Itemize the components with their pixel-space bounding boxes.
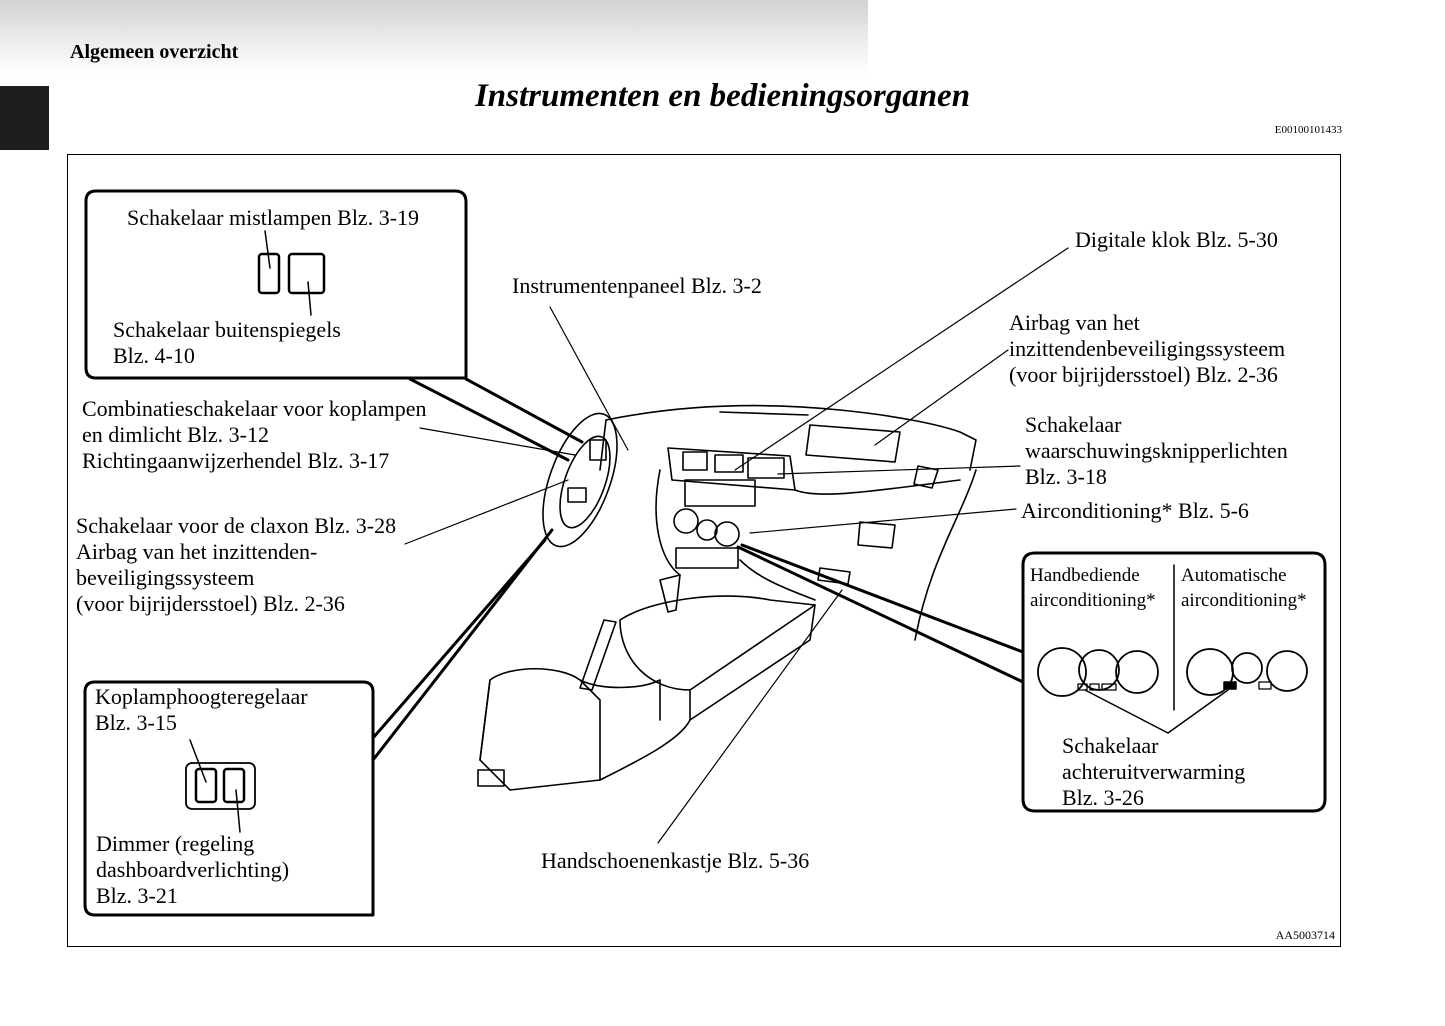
figure-code: AA5003714 xyxy=(1275,928,1335,942)
dimmer-switch-icon xyxy=(222,767,246,804)
combination-switch-label: Combinatieschakelaar voor koplampen en d… xyxy=(82,396,427,473)
figure-frame xyxy=(67,154,1341,947)
mirror-switch-icon xyxy=(287,252,326,295)
callout-box-airconditioning xyxy=(1021,551,1327,813)
page-title: Instrumenten en bedieningsorganen xyxy=(474,78,971,114)
horn-airbag-label: Schakelaar voor de claxon Blz. 3-28 Airb… xyxy=(76,513,397,616)
thumb-tab xyxy=(0,86,49,150)
glove-box-label: Handschoenenkastje Blz. 5-36 xyxy=(541,848,810,873)
dimmer-label: Dimmer (regeling dashboardverlichting) B… xyxy=(96,831,290,908)
document-code: E00100101433 xyxy=(1274,124,1342,136)
headlamp-leveling-label: Koplamphoogteregelaar Blz. 3-15 xyxy=(95,684,308,735)
header-band xyxy=(0,0,868,76)
passenger-airbag-label: Airbag van het inzittendenbeveiligingssy… xyxy=(1009,310,1286,387)
mist-switch-label: Schakelaar mistlampen Blz. 3-19 xyxy=(127,205,420,230)
leveling-switch-icon xyxy=(194,767,218,804)
mirror-switch-label: Schakelaar buitenspiegels Blz. 4-10 xyxy=(113,317,341,368)
callout-box-mist-mirror xyxy=(84,189,468,380)
digital-clock-label: Digitale klok Blz. 5-30 xyxy=(1075,227,1278,252)
callout-box-leveling-dimmer xyxy=(83,680,375,917)
hazard-switch-label: Schakelaar waarschuwingsknipperlichten B… xyxy=(1025,412,1288,489)
leveling-dimmer-panel-icon xyxy=(185,762,256,810)
mist-switch-icon xyxy=(257,252,281,295)
manual-ac-label: Handbediende airconditioning* xyxy=(1030,565,1156,611)
airconditioning-label: Airconditioning* Blz. 5-6 xyxy=(1021,498,1249,523)
section-label: Algemeen overzicht xyxy=(70,41,239,63)
rear-defogger-label: Schakelaar achteruitverwarming Blz. 3-26 xyxy=(1062,733,1246,810)
instrument-panel-label: Instrumentenpaneel Blz. 3-2 xyxy=(512,273,762,298)
auto-ac-label: Automatische airconditioning* xyxy=(1181,565,1307,611)
